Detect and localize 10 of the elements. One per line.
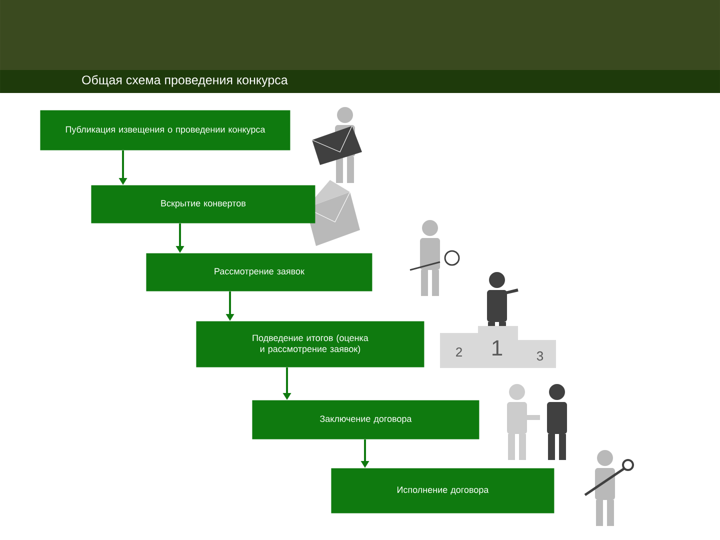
- process-box: Подведение итогов (оценка и рассмотрение заявок): [196, 321, 424, 368]
- process-box: Заключение договора: [252, 400, 480, 440]
- podium-number: 2: [456, 347, 462, 357]
- process-box: Публикация извещения о проведении конкурса: [40, 110, 290, 150]
- process-box: Рассмотрение заявок: [146, 253, 372, 292]
- title-band: Общая схема проведения конкурса: [0, 70, 720, 93]
- process-box: Вскрытие конвертов: [91, 185, 316, 224]
- podium-number: 1: [492, 340, 502, 356]
- process-box: Исполнение договора: [331, 468, 554, 514]
- podium-number: 3: [536, 351, 544, 361]
